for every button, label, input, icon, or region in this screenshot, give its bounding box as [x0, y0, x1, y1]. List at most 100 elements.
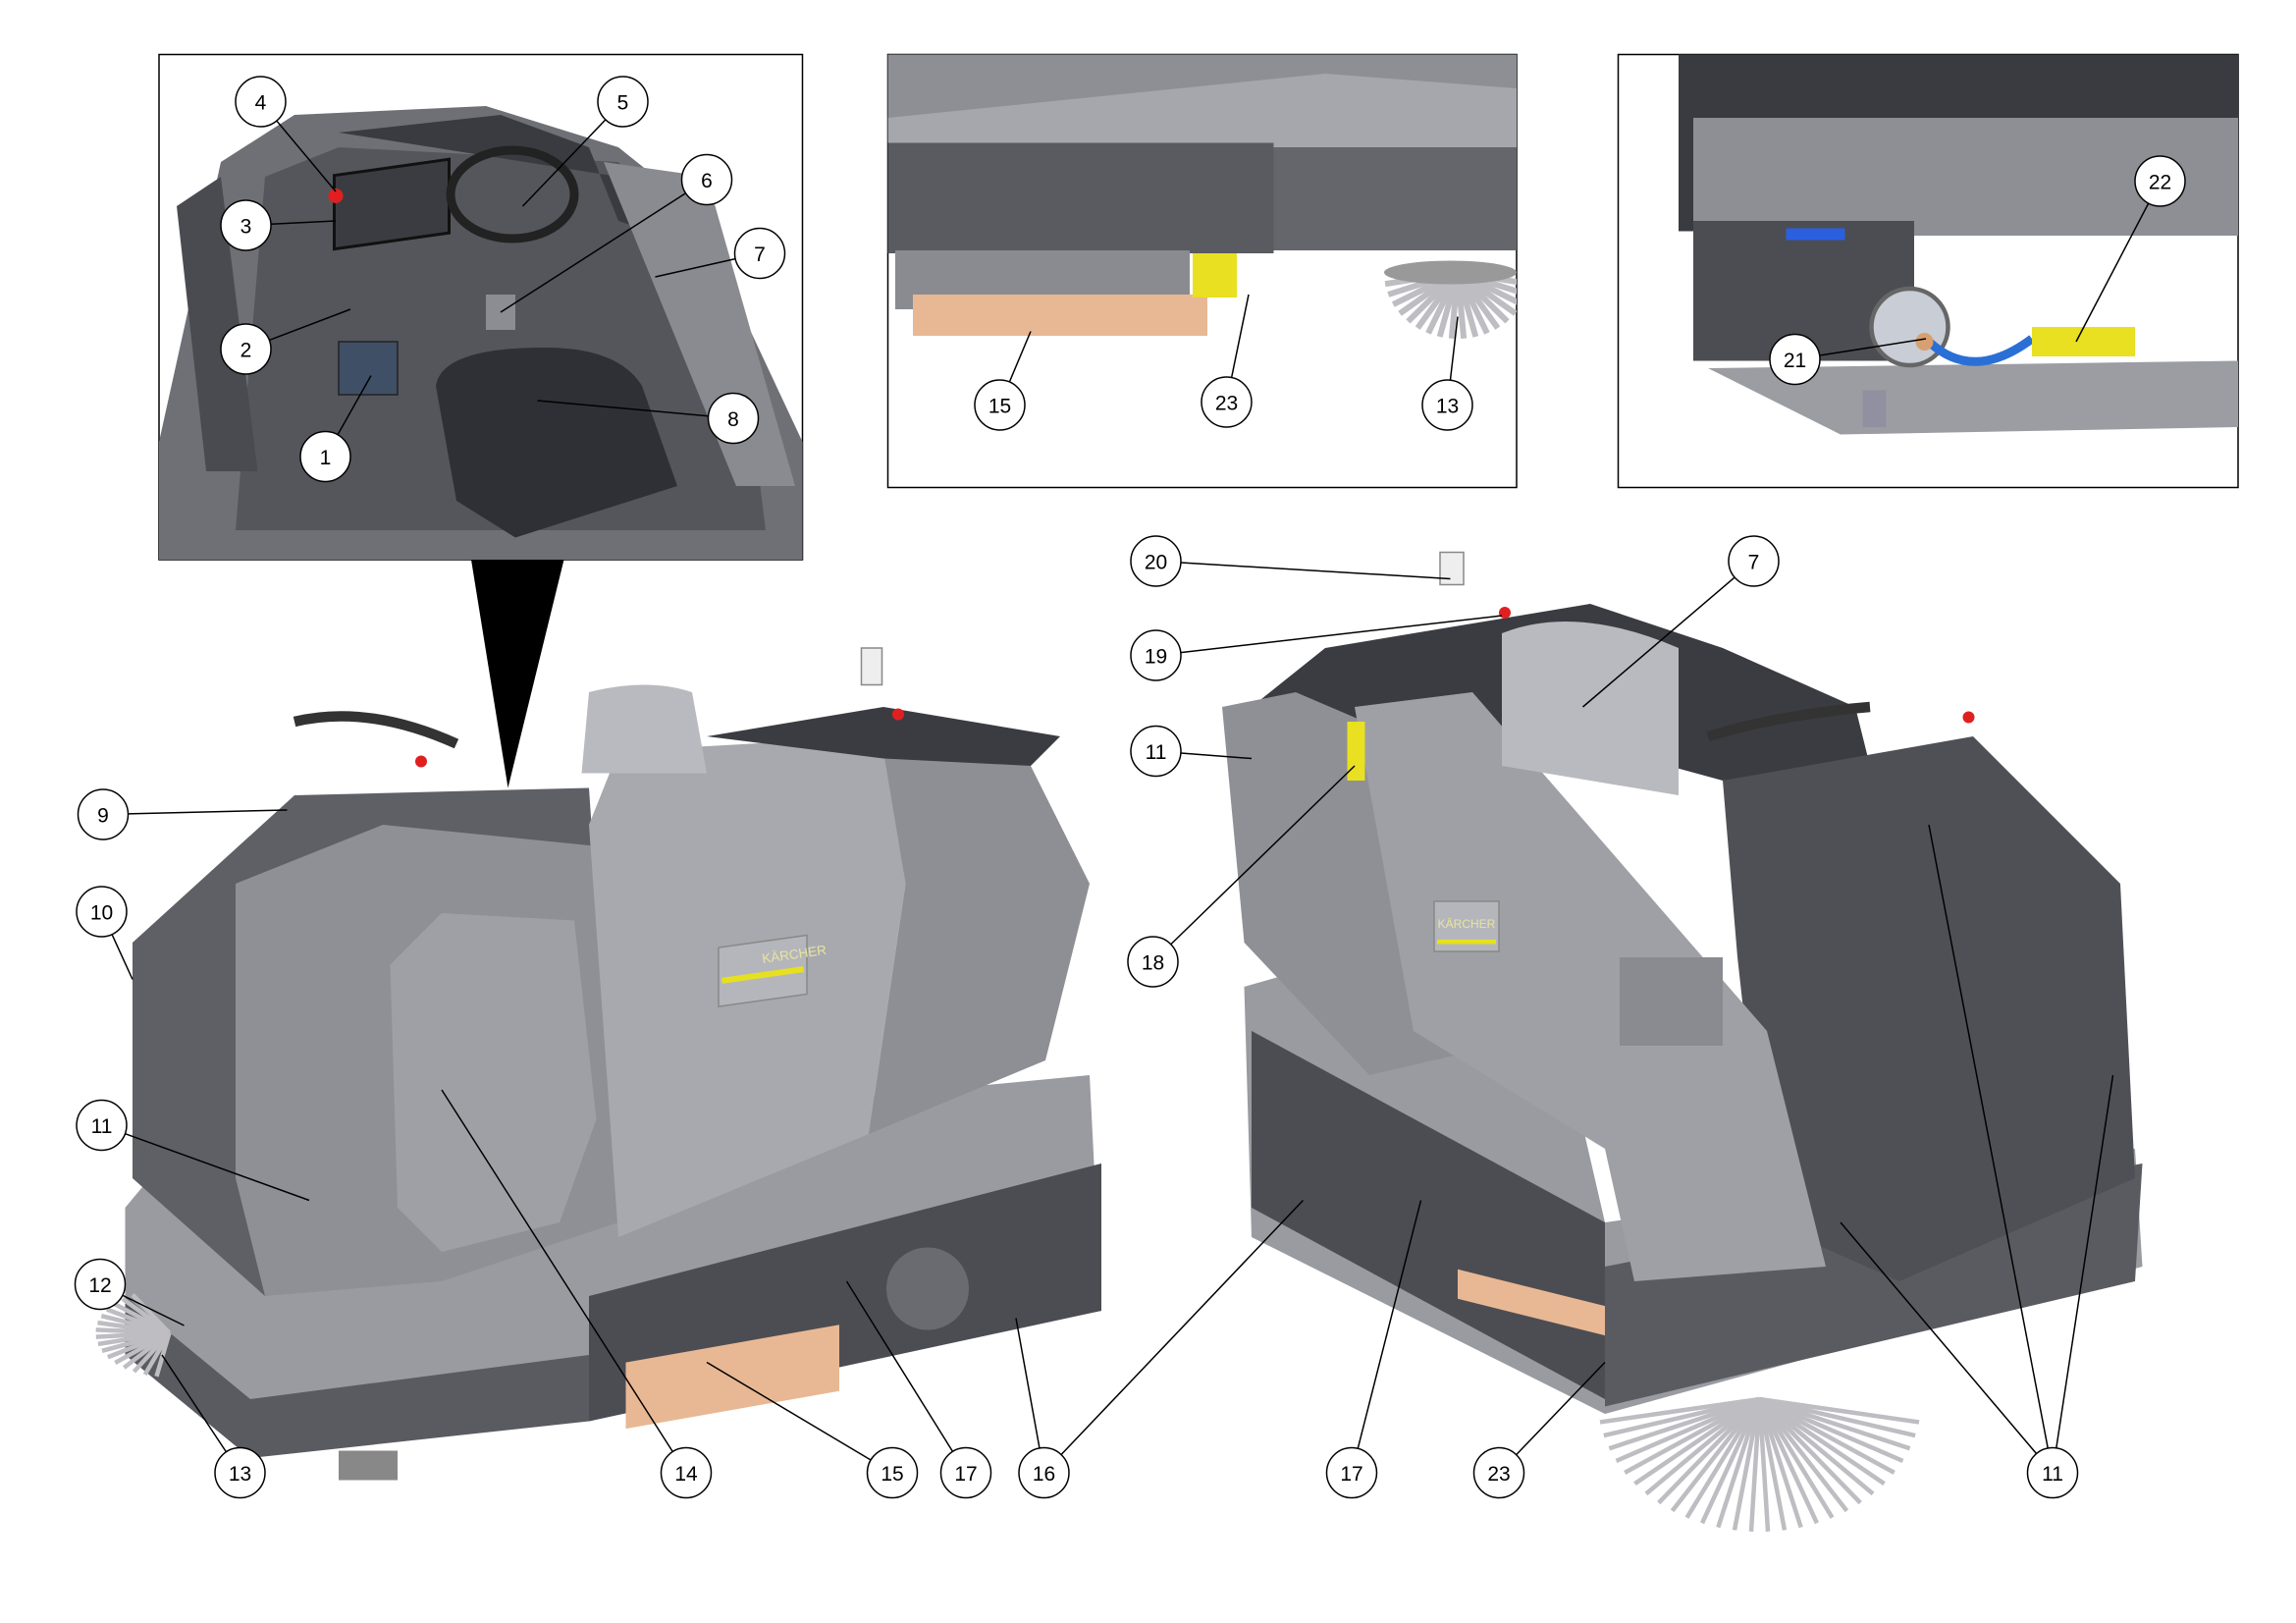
- brush-bristle: [1757, 1398, 1803, 1529]
- inset-pointer: [471, 560, 564, 788]
- callout-circle: [220, 199, 272, 251]
- brush-bristle: [1732, 1398, 1762, 1531]
- callout-circle: [299, 430, 351, 483]
- callout-number: 15: [881, 1463, 903, 1486]
- leader-line: [1180, 562, 1451, 580]
- leader-line: [845, 1280, 954, 1452]
- callout-circle: [76, 1099, 128, 1152]
- callout-number: 7: [754, 243, 766, 266]
- callout-number: 6: [701, 170, 713, 192]
- brush-bristle: [1758, 1397, 1886, 1486]
- callout-circle: [214, 1446, 266, 1499]
- brush-bristle: [1757, 1398, 1788, 1531]
- squeegee-blade: [913, 295, 1207, 336]
- leader-line: [441, 1089, 673, 1452]
- seat: [436, 348, 677, 538]
- brush-bristle: [1700, 1398, 1762, 1525]
- callout-number: 23: [1487, 1463, 1510, 1486]
- leader-line: [1840, 1221, 2038, 1455]
- leader-line: [111, 934, 133, 980]
- brush-bristle: [1657, 1397, 1762, 1505]
- squeegee-right: [1458, 1269, 1605, 1336]
- leader-line: [337, 375, 372, 436]
- brush-bristle: [1644, 1397, 1761, 1496]
- brush-bristle: [1757, 1398, 1771, 1532]
- callout-circle: [707, 392, 760, 445]
- leader-line: [128, 809, 288, 815]
- inset-drain-detail: [1617, 53, 2239, 489]
- callout-circle: [1130, 629, 1182, 681]
- brush-bristle: [1603, 1396, 1761, 1438]
- callout-circle: [974, 379, 1026, 431]
- callout-number: 10: [90, 902, 113, 925]
- brush-bristle: [1599, 1396, 1760, 1425]
- callout-circle: [1325, 1446, 1378, 1499]
- leader-line: [1449, 316, 1459, 381]
- callout-circle: [235, 76, 287, 128]
- leader-line: [1180, 752, 1253, 760]
- callout-number: 7: [1748, 552, 1760, 574]
- callout-number: 12: [88, 1274, 111, 1297]
- logo-text-right: KÄRCHER: [1438, 917, 1496, 931]
- callout-number: 14: [674, 1463, 698, 1486]
- brush-bristle: [1748, 1398, 1762, 1532]
- leader-line: [1230, 294, 1250, 378]
- callout-circle: [660, 1446, 713, 1499]
- callout-circle: [2134, 155, 2186, 207]
- leader-line: [1008, 331, 1032, 383]
- callout-number: 18: [1142, 952, 1164, 975]
- brush-bristle: [1757, 1397, 1835, 1519]
- callout-number: 17: [954, 1463, 977, 1486]
- brush-bristle: [1757, 1398, 1819, 1525]
- squeegee-left: [625, 1325, 839, 1430]
- callout-number: 15: [988, 396, 1011, 418]
- brush-bristle: [131, 1292, 172, 1335]
- leader-line: [122, 1294, 185, 1326]
- callout-number: 13: [1436, 396, 1459, 418]
- callout-number: 5: [617, 92, 629, 115]
- callout-number: 20: [1145, 552, 1167, 574]
- brush-bristle: [1758, 1397, 1875, 1496]
- brush-bristle: [1633, 1397, 1761, 1486]
- brush-bristle: [1758, 1397, 1896, 1475]
- brush-bristle: [1670, 1397, 1762, 1513]
- leader-line: [1060, 1199, 1305, 1456]
- leader-line: [2075, 202, 2150, 343]
- leader-line: [161, 1354, 228, 1453]
- callout-circle: [939, 1446, 992, 1499]
- leader-line: [1928, 824, 2049, 1449]
- callout-number: 1: [320, 447, 332, 469]
- leader-line: [655, 257, 736, 278]
- key-panel: [338, 341, 399, 396]
- leader-line: [1357, 1200, 1422, 1449]
- callout-number: 11: [2042, 1463, 2063, 1486]
- callout-number: 9: [97, 805, 109, 828]
- callout-number: 2: [240, 340, 252, 362]
- callout-circle: [1130, 725, 1182, 778]
- brush-bristle: [1615, 1396, 1761, 1463]
- callout-number: 11: [1146, 741, 1167, 764]
- steering-wheel: [446, 145, 579, 243]
- leader-line: [521, 119, 607, 207]
- brush-bristle: [1757, 1397, 1862, 1505]
- callout-number: 21: [1784, 350, 1806, 372]
- callout-circle: [1769, 333, 1821, 386]
- callout-number: 13: [229, 1463, 251, 1486]
- leader-line: [1819, 338, 1927, 356]
- callout-number: 17: [1340, 1463, 1362, 1486]
- callout-circle: [76, 886, 128, 938]
- brush-bristle: [1684, 1397, 1762, 1519]
- callout-circle: [1018, 1446, 1070, 1499]
- leader-line: [1582, 576, 1735, 708]
- callout-number: 22: [2149, 172, 2171, 194]
- brush-bristle: [1624, 1397, 1761, 1475]
- drain-hose: [1925, 335, 2035, 366]
- leader-line: [1180, 615, 1503, 654]
- callout-circle: [1728, 535, 1780, 587]
- leader-line: [125, 1132, 310, 1202]
- callout-number: 16: [1033, 1463, 1055, 1486]
- brush-bristle: [1716, 1398, 1762, 1529]
